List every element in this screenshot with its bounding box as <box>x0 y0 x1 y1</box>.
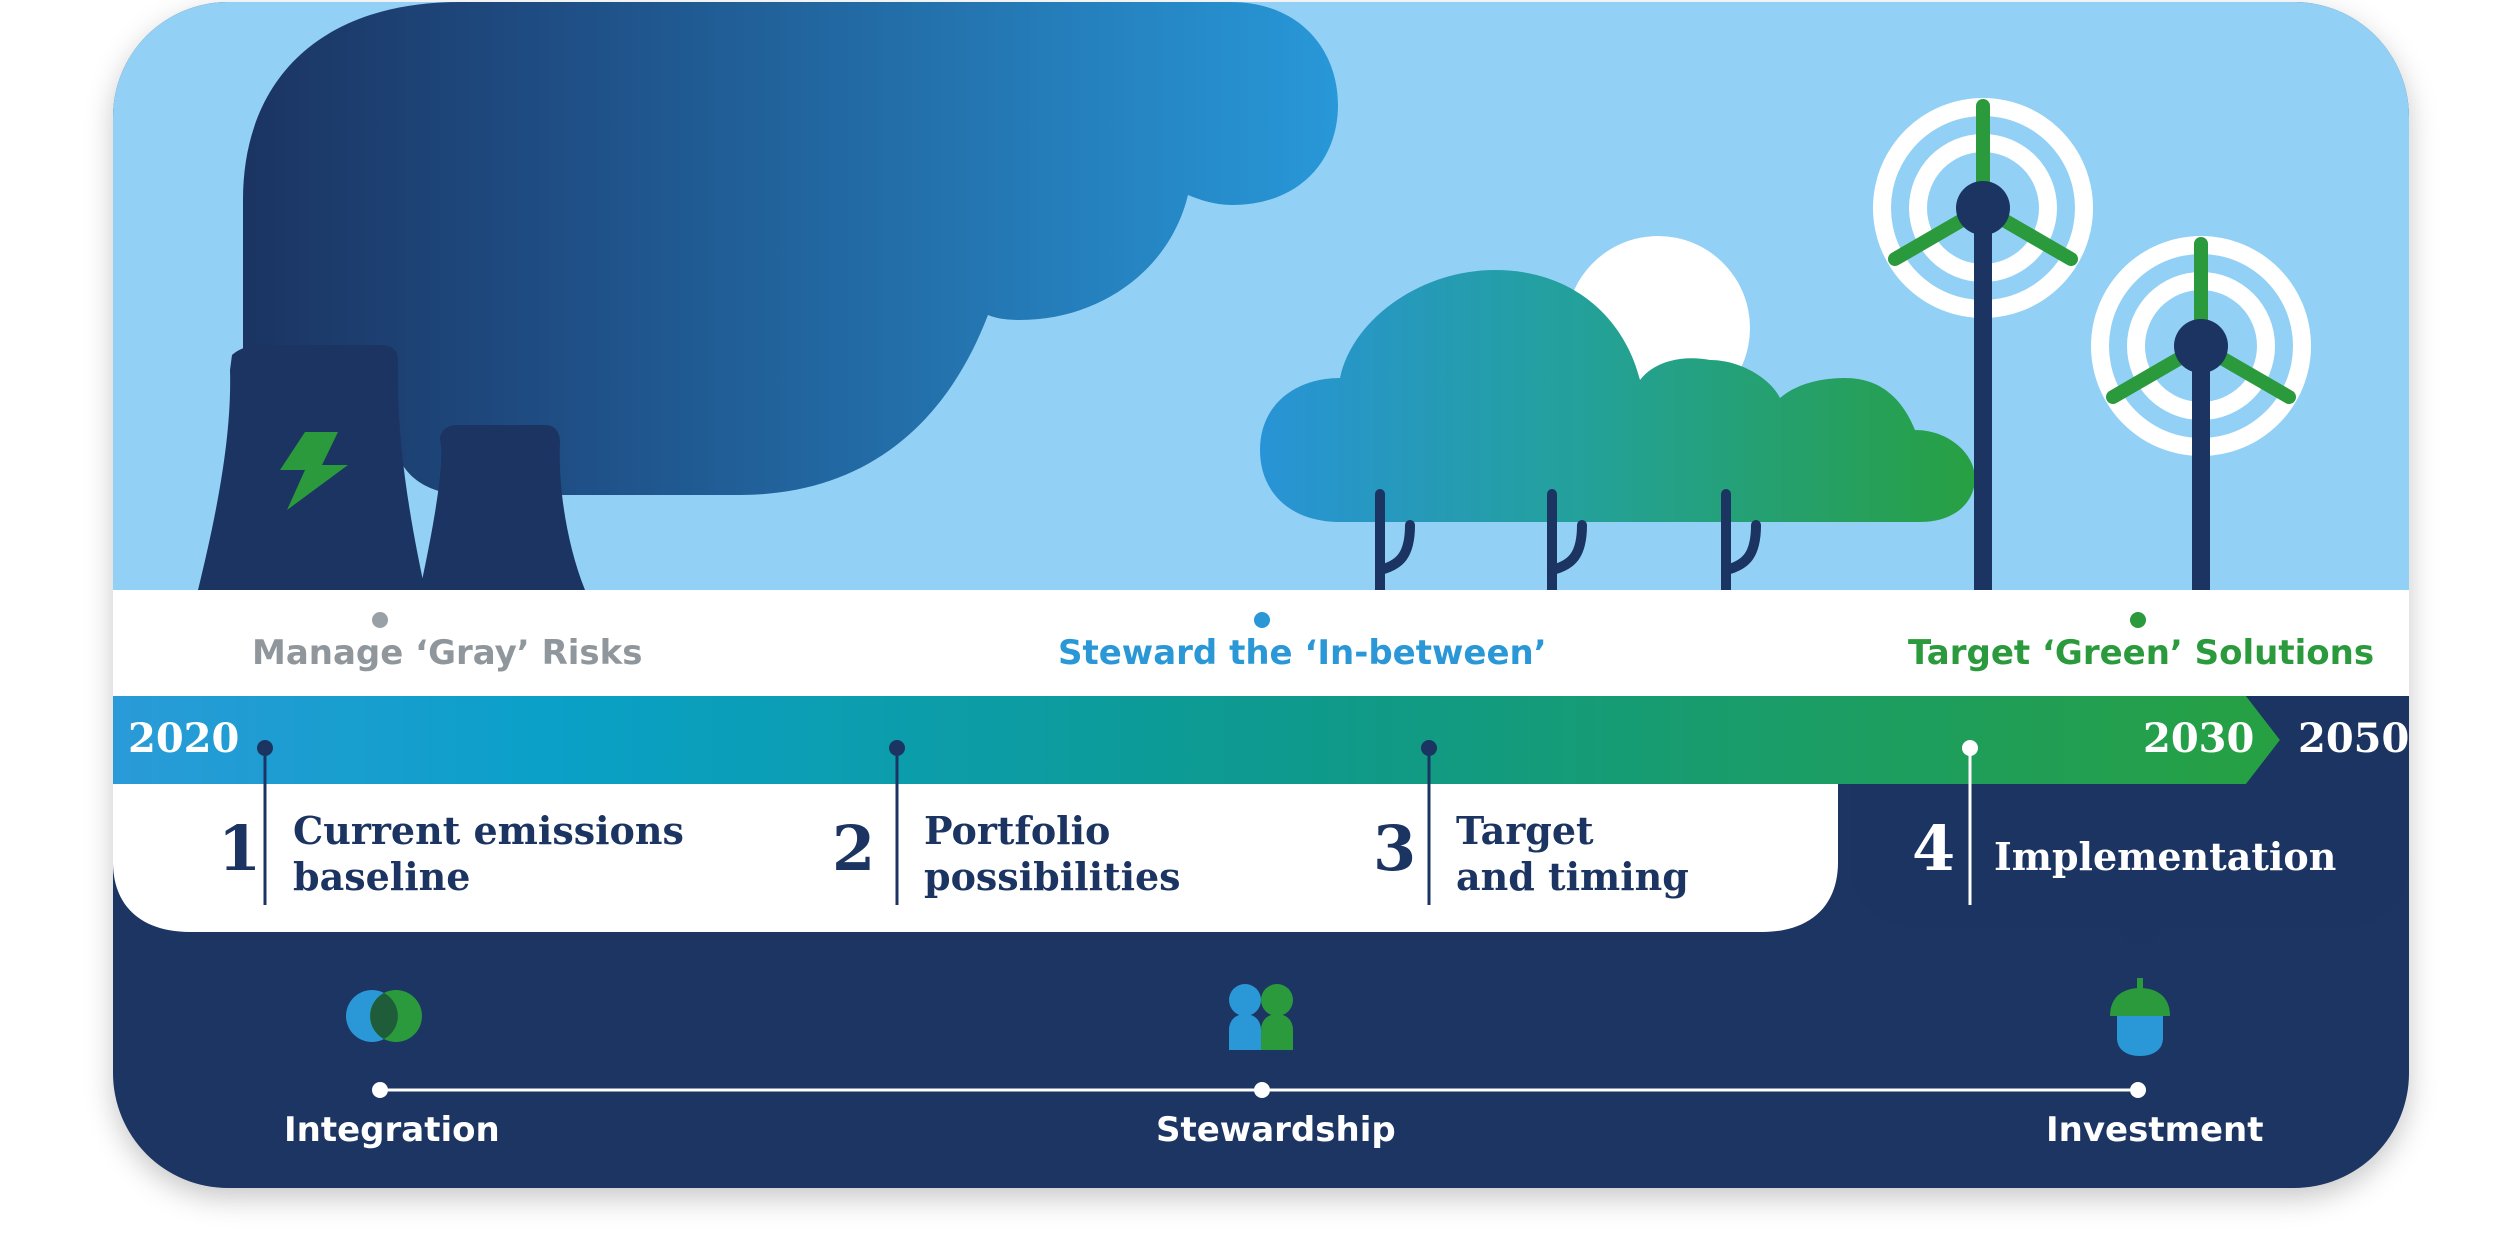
step-marker <box>1421 740 1437 756</box>
phase-marker <box>1254 612 1270 628</box>
step-marker <box>889 740 905 756</box>
step-number: 3 <box>1373 812 1417 885</box>
timeline-bar <box>113 696 2280 784</box>
step-number: 4 <box>1912 812 1956 885</box>
pillar-marker <box>1254 1082 1270 1098</box>
phase-marker <box>2130 612 2146 628</box>
year-start: 2020 <box>128 715 240 762</box>
acorn-icon <box>2110 978 2170 1056</box>
timeline-end-segment <box>2246 696 2409 784</box>
overlapping-circles-icon <box>346 990 422 1042</box>
step-number: 1 <box>218 812 262 885</box>
pillar-marker <box>372 1082 388 1098</box>
year-end: 2050 <box>2298 715 2410 762</box>
steps-card <box>113 784 1838 932</box>
step-title: Implementation <box>1994 834 2337 879</box>
pillar-label-investment: Investment <box>2046 1110 2264 1150</box>
cooling-tower-right <box>420 425 585 590</box>
wind-turbine-icon <box>2091 236 2311 592</box>
tree-canopy-icon <box>1260 270 1975 522</box>
wind-turbine-icon <box>1873 98 2093 592</box>
step-number: 2 <box>832 812 876 885</box>
phase-band <box>113 590 2409 696</box>
step-title: Current emissions baseline <box>293 808 684 899</box>
pillar-marker <box>2130 1082 2146 1098</box>
lightning-icon <box>280 432 348 510</box>
phase-label-green: Target ‘Green’ Solutions <box>1908 633 2375 673</box>
year-mid: 2030 <box>2143 715 2255 762</box>
phase-label-gray: Manage ‘Gray’ Risks <box>252 633 643 673</box>
pillar-label-stewardship: Stewardship <box>1156 1110 1396 1150</box>
phase-marker <box>372 612 388 628</box>
step-title: Portfolio possibilities <box>924 808 1181 899</box>
pillar-label-integration: Integration <box>284 1110 500 1150</box>
phase-label-in-between: Steward the ‘In-between’ <box>1058 633 1547 673</box>
step-title: Target and timing <box>1456 808 1689 899</box>
step-marker <box>257 740 273 756</box>
tree-trunks <box>1375 489 1761 597</box>
step-dividers <box>263 748 1972 905</box>
implementation-card <box>1850 784 2409 952</box>
step-marker <box>1962 740 1978 756</box>
people-icon <box>1229 984 1293 1050</box>
